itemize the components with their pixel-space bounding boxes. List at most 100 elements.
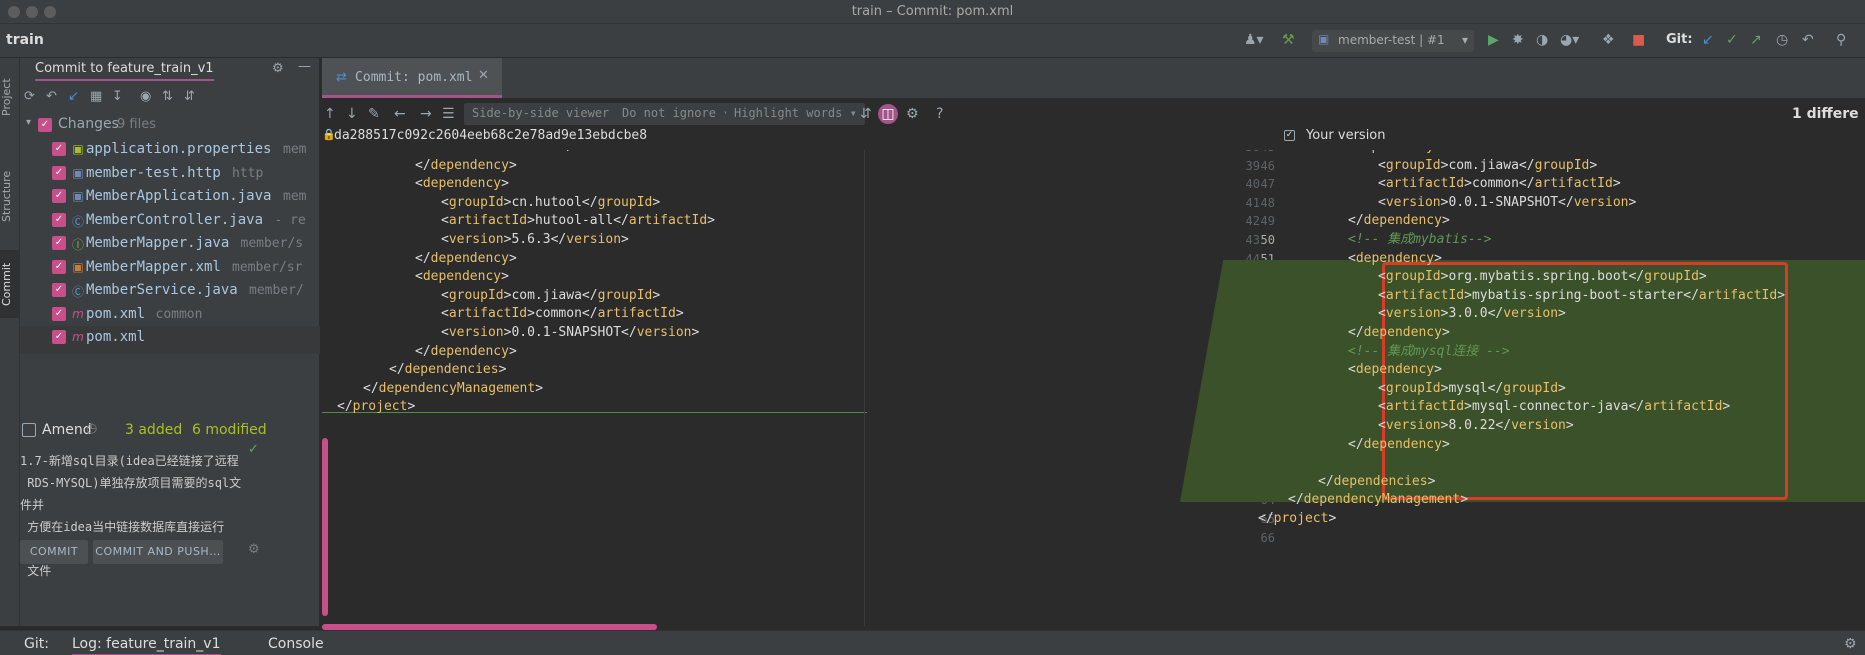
git-push-icon[interactable]: ↗ [1750, 32, 1762, 48]
code-line[interactable]: </dependencies> [389, 362, 507, 378]
coverage-icon[interactable]: ◑ [1536, 32, 1549, 48]
file-checkbox[interactable]: ✓ [52, 189, 66, 203]
profiler-icon[interactable]: ◕▾ [1560, 32, 1580, 48]
code-line[interactable]: <version>8.0.22</version> [1378, 418, 1574, 433]
rollback-icon[interactable]: ↶ [46, 89, 57, 104]
tool-tab-project[interactable]: Project [0, 78, 13, 116]
collapse-unchanged-icon[interactable]: ⇵ [860, 106, 872, 122]
clock-icon[interactable]: ◷ [86, 421, 98, 436]
list-icon[interactable]: ☰ [442, 106, 455, 122]
log-tab[interactable]: Log: feature_train_v1 [72, 636, 221, 655]
close-window-button[interactable] [8, 6, 20, 18]
help-button[interactable]: ? [936, 106, 944, 122]
tool-tab-structure[interactable]: Structure [0, 170, 13, 222]
file-checkbox[interactable]: ✓ [52, 142, 66, 156]
code-line[interactable]: <version>5.6.3</version> [441, 232, 629, 247]
expand-all-icon[interactable]: ⇅ [162, 89, 173, 104]
code-line[interactable]: <groupId>com.jiawa</groupId> [441, 287, 661, 303]
forward-icon[interactable]: → [420, 106, 432, 122]
git-commit-icon[interactable]: ✓ [1726, 32, 1738, 48]
code-line[interactable]: <version>1.2.70</version> [441, 150, 637, 158]
code-line[interactable]: </project> [337, 399, 416, 415]
code-line[interactable]: <groupId>cn.hutool</groupId> [441, 194, 661, 210]
stop-icon[interactable]: ■ [1632, 32, 1646, 48]
code-line[interactable]: </dependencyManagement> [363, 380, 544, 396]
code-line[interactable]: <!-- 集成mybatis--> [1348, 232, 1492, 247]
code-line[interactable]: <dependency> [1348, 362, 1442, 378]
tool-tab-commit[interactable]: Commit [0, 250, 20, 318]
back-icon[interactable]: ← [394, 106, 406, 122]
code-line[interactable]: </dependency> [415, 250, 517, 266]
run-icon[interactable]: ▶ [1488, 32, 1499, 48]
code-line[interactable]: <version>0.0.1-SNAPSHOT</version> [441, 325, 700, 340]
rollback-icon[interactable]: ↶ [1802, 32, 1814, 48]
debug-icon[interactable]: ✸ [1512, 32, 1524, 48]
code-line[interactable]: <version>0.0.1-SNAPSHOT</version> [1378, 194, 1637, 210]
amend-label[interactable]: Amend [42, 422, 92, 438]
previous-difference-icon[interactable]: ↑ [324, 106, 336, 122]
code-line[interactable]: <dependency> [415, 176, 509, 192]
diff-icon[interactable]: ▦ [90, 89, 103, 104]
close-tab-icon[interactable]: ✕ [478, 68, 489, 83]
code-line[interactable]: <artifactId>mybatis-spring-boot-starter<… [1378, 287, 1786, 303]
code-line[interactable]: </project> [1258, 511, 1337, 526]
code-line[interactable]: <artifactId>hutool-all</artifactId> [441, 213, 715, 229]
commit-options-gear-icon[interactable]: ⚙ [248, 542, 260, 557]
update-icon[interactable]: ↙ [68, 89, 79, 104]
next-difference-icon[interactable]: ↓ [346, 106, 358, 122]
your-version-checkbox[interactable]: ✓ [1284, 130, 1295, 141]
gear-icon[interactable]: ⚙ [272, 61, 284, 76]
ignore-mode-select[interactable]: Do not ignore ▾ [614, 103, 739, 125]
code-line[interactable]: </dependencies> [1318, 473, 1436, 489]
code-line[interactable]: <artifactId>mysql-connector-java</artifa… [1378, 399, 1731, 415]
commit-message-field[interactable]: 1.7-新增sql目录(idea已经链接了远程 RDS-MYSQL)单独存放项目… [20, 454, 242, 578]
amend-checkbox[interactable] [22, 423, 36, 437]
attach-icon[interactable]: ❖ [1602, 32, 1615, 48]
code-line[interactable]: <groupId>org.mybatis.spring.boot</groupI… [1378, 269, 1707, 285]
user-icon[interactable]: ♟▾ [1244, 32, 1264, 48]
code-line[interactable]: </dependency> [1348, 325, 1450, 340]
tab-commit-pom[interactable]: ⇄ Commit: pom.xml ✕ [322, 58, 502, 98]
code-line[interactable]: </dependency> [415, 343, 517, 359]
code-line[interactable]: <groupId>com.jiawa</groupId> [1378, 157, 1598, 173]
project-name[interactable]: train [6, 32, 44, 48]
settings-gear-icon[interactable]: ⚙ [1844, 636, 1857, 652]
file-checkbox[interactable]: ✓ [52, 330, 66, 344]
code-line[interactable]: <groupId>mysql</groupId> [1378, 380, 1566, 396]
refresh-icon[interactable]: ⟳ [24, 89, 35, 104]
code-line[interactable]: </dependencyManagement> [1288, 492, 1469, 508]
commit-and-push-button[interactable]: COMMIT AND PUSH… [93, 540, 223, 564]
code-line[interactable]: <artifactId>common</artifactId> [441, 306, 684, 322]
file-checkbox[interactable]: ✓ [52, 306, 66, 321]
git-update-icon[interactable]: ↙ [1702, 32, 1714, 48]
sync-scroll-icon[interactable]: ◫ [878, 104, 898, 124]
changes-group[interactable]: ▾ ✓ Changes 9 files [20, 114, 320, 136]
chevron-down-icon[interactable]: ▾ [26, 117, 32, 128]
build-hammer-icon[interactable]: ⚒ [1282, 32, 1295, 48]
minimize-panel-icon[interactable]: — [298, 59, 311, 74]
code-line[interactable]: <dependency> [1348, 150, 1442, 158]
shelve-icon[interactable]: ↧ [112, 89, 123, 104]
file-checkbox[interactable]: ✓ [52, 283, 66, 297]
view-options-icon[interactable]: ◉ [140, 89, 152, 104]
file-checkbox[interactable]: ✓ [52, 236, 66, 250]
code-line[interactable]: <artifactId>common</artifactId> [1378, 176, 1621, 192]
changes-checkbox[interactable]: ✓ [38, 118, 52, 132]
code-line[interactable]: </dependency> [415, 157, 517, 173]
collapse-all-icon[interactable]: ⇵ [184, 89, 195, 104]
console-tab[interactable]: Console [268, 636, 324, 652]
code-line[interactable]: <!-- 集成mysql连接 --> [1348, 343, 1510, 359]
code-line[interactable]: <dependency> [1348, 250, 1442, 266]
edit-source-icon[interactable]: ✎ [368, 106, 380, 122]
code-line[interactable]: </dependency> [1348, 213, 1450, 229]
file-checkbox[interactable]: ✓ [52, 212, 66, 227]
